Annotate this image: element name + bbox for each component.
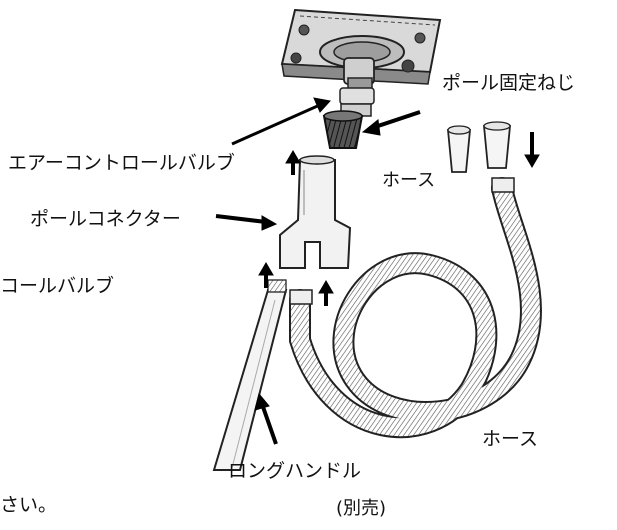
label-pole-fixing-screw: ポール固定ねじ [442, 72, 576, 94]
arrow-up-valve [285, 150, 301, 175]
arrow-to-connector [215, 214, 278, 231]
long-handle-pole [212, 279, 288, 471]
arrow-to-pole [254, 392, 278, 445]
arrow-up-handle [258, 262, 274, 288]
pole-fixing-knob [322, 110, 364, 149]
arrow-to-knob-from-right [361, 110, 421, 136]
label-pole-connector: ポールコネクター [30, 208, 181, 230]
arrow-up-hose [318, 280, 334, 306]
label-hose-bottom: ホース [482, 428, 539, 450]
label-control-valve-cut: コールバルブ [0, 275, 115, 297]
pointer-arrows [215, 97, 540, 445]
arrow-to-knob-from-left [231, 97, 331, 146]
flexible-hose [289, 177, 542, 439]
label-hose-top: ホース [382, 170, 436, 191]
swivel-neck [339, 57, 375, 117]
label-air-control-valve: エアーコントロールバルブ [8, 152, 235, 174]
label-sold-separately: (別売) [336, 498, 387, 519]
arrow-down-cuff [524, 132, 540, 168]
floor-nozzle [280, 8, 442, 85]
label-long-handle: ロングハンドル [228, 460, 362, 482]
label-truncated-note: さい。 [0, 494, 58, 516]
pole-connector [279, 155, 352, 269]
hose-cuffs [447, 121, 511, 173]
